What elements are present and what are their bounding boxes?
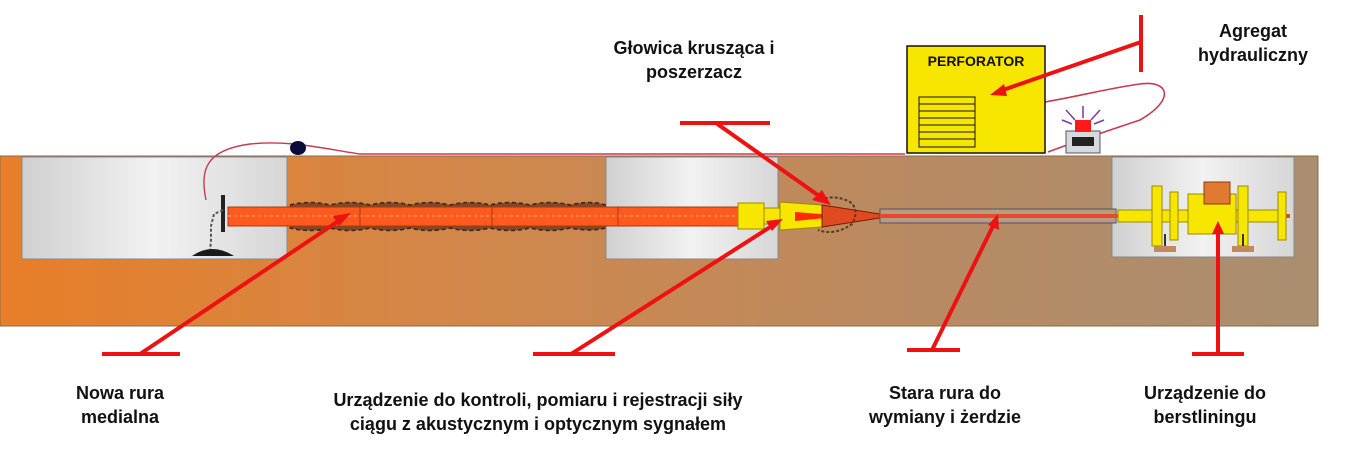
label-bursting-device-line2: berstliningu xyxy=(1153,407,1257,427)
label-bursting-device-line1: Urządzenie do xyxy=(1143,383,1267,403)
label-crushing-head-line1: Głowica krusząca i xyxy=(613,38,775,58)
cable-reel xyxy=(290,141,306,155)
leader-control xyxy=(533,219,783,356)
label-old-pipe-line1: Stara rura do xyxy=(888,383,1002,403)
hydraulic-cable xyxy=(1044,82,1166,153)
leader-new-pipe xyxy=(102,213,351,356)
label-hydraulic-aggregate-line1: Agregat xyxy=(1218,21,1287,41)
label-new-pipe-line1: Nowa rura xyxy=(75,383,165,403)
leader-head xyxy=(680,121,831,205)
label-hydraulic-aggregate: Agregat hydrauliczny xyxy=(1168,19,1338,67)
label-new-pipe-line2: medialna xyxy=(80,407,160,427)
label-bursting-device: Urządzenie do berstliningu xyxy=(1110,381,1300,429)
signal-cable xyxy=(203,142,905,201)
machine-brand: PERFORATOR xyxy=(928,53,1025,69)
bursting-head xyxy=(737,196,881,233)
chain-anchor-icon xyxy=(192,195,234,256)
leader-aggregate xyxy=(990,15,1143,96)
label-crushing-head: Głowica krusząca i poszerzacz xyxy=(566,36,822,84)
leader-old-pipe xyxy=(907,214,999,352)
label-old-pipe-line2: wymiany i żerdzie xyxy=(868,407,1022,427)
control-panel-icon xyxy=(1065,130,1101,154)
label-control-device-line2: ciągu z akustycznym i optycznym sygnałem xyxy=(349,414,727,434)
label-old-pipe: Stara rura do wymiany i żerdzie xyxy=(840,381,1050,429)
bursting-machine xyxy=(1117,181,1287,252)
new-pipe xyxy=(227,201,741,232)
leader-burst xyxy=(1192,221,1244,356)
label-control-device: Urządzenie do kontroli, pomiaru i rejest… xyxy=(268,388,808,436)
label-crushing-head-line2: poszerzacz xyxy=(645,62,743,82)
label-new-pipe: Nowa rura medialna xyxy=(40,381,200,429)
label-hydraulic-aggregate-line2: hydrauliczny xyxy=(1197,45,1309,65)
hydraulic-aggregate xyxy=(906,45,1046,154)
label-control-device-line1: Urządzenie do kontroli, pomiaru i rejest… xyxy=(333,390,743,410)
warning-beacon-icon xyxy=(1061,106,1105,132)
